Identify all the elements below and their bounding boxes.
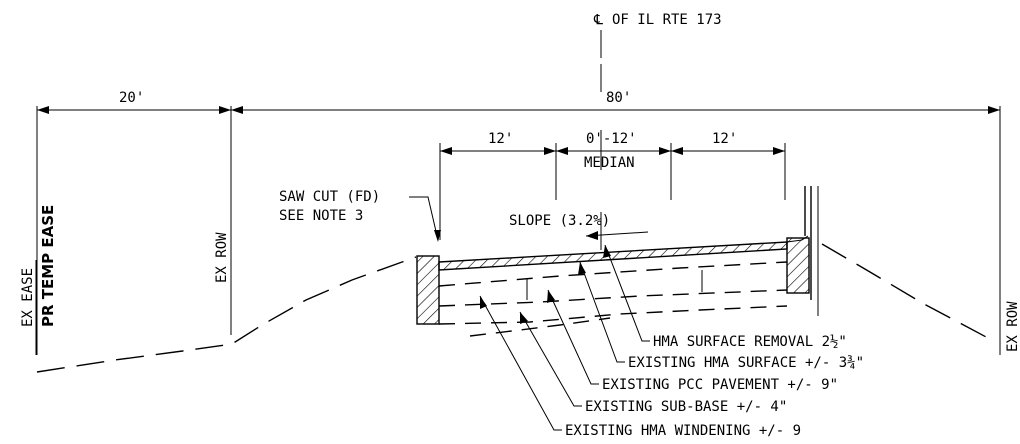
ex-ease-label: EX EASE [20, 268, 36, 327]
callout-leaders [479, 244, 650, 431]
pr-temp-ease-label: PR TEMP EASE [39, 205, 57, 327]
see-note-label: SEE NOTE 3 [279, 208, 363, 224]
callout-pcc-pavement: EXISTING PCC PAVEMENT +/- 9" [602, 377, 838, 393]
callout-hma-widening: EXISTING HMA WINDENING +/- 9 [565, 423, 801, 439]
callout-sub-base: EXISTING SUB-BASE +/- 4" [585, 399, 787, 415]
slope-label: SLOPE (3.2%) [509, 213, 610, 229]
dim-median: 0'-12' [586, 131, 637, 147]
existing-ground [36, 243, 989, 373]
ex-row-left-label: EX ROW [214, 232, 230, 283]
dim-left-lane: 12' [488, 131, 513, 147]
centerline: ℄ OF IL RTE 173 [593, 12, 722, 250]
ex-row-right-label: EX ROW [1005, 301, 1020, 352]
top-dimension: 20' 80' [36, 90, 1001, 355]
dim-median-label: MEDIAN [584, 155, 635, 171]
saw-cut-label: SAW CUT (FD) [279, 189, 380, 205]
lane-dimension: 12' 0'-12' MEDIAN 12' [439, 131, 786, 240]
dim-right-lane: 12' [712, 131, 737, 147]
callout-hma-surface: EXISTING HMA SURFACE +/- 3¾" [628, 355, 864, 371]
dim-left-width: 20' [119, 90, 144, 106]
centerline-label: OF IL RTE 173 [612, 12, 722, 28]
callout-hma-removal: HMA SURFACE REMOVAL 2½" [653, 334, 847, 350]
dim-total-width: 80' [606, 90, 631, 106]
pavement-section [416, 186, 819, 337]
centerline-symbol: ℄ [593, 12, 603, 28]
